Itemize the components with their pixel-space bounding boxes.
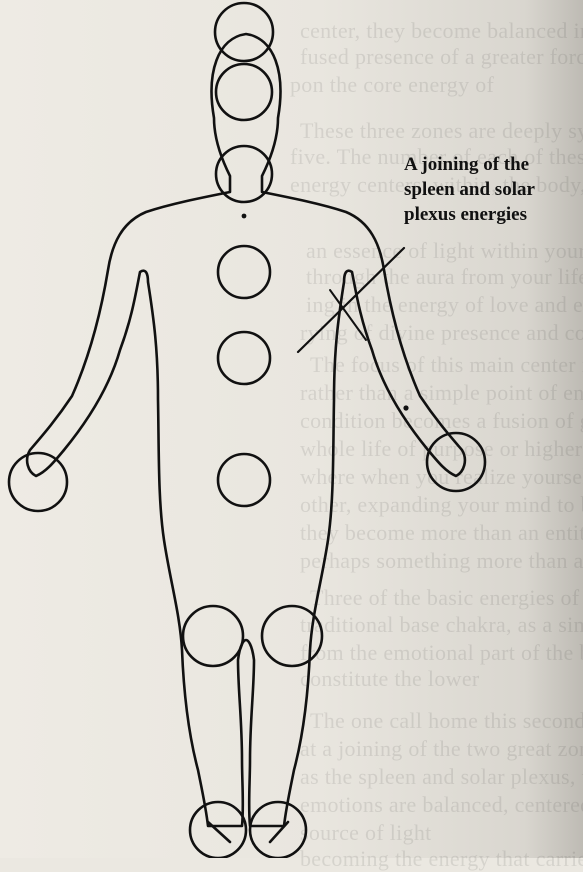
callout-line-2: spleen and solar (404, 177, 574, 202)
solar-dot (403, 405, 408, 410)
chakra-heart (218, 246, 270, 298)
callout-line-3: plexus energies (404, 202, 574, 227)
callout-label: A joining of the spleen and solar plexus… (404, 152, 574, 227)
chakra-sacral (218, 454, 270, 506)
chakra-brow (216, 64, 272, 120)
body-outline (27, 34, 465, 826)
right-foot-chakra (250, 802, 306, 858)
right-knee-chakra (262, 606, 322, 666)
chakra-crown (215, 3, 273, 61)
heart-dot (242, 214, 247, 219)
chakra-solar-plexus (218, 332, 270, 384)
left-hand-chakra (9, 453, 67, 511)
leader-line (298, 248, 404, 352)
left-knee-chakra (183, 606, 243, 666)
callout-line-1: A joining of the (404, 152, 574, 177)
